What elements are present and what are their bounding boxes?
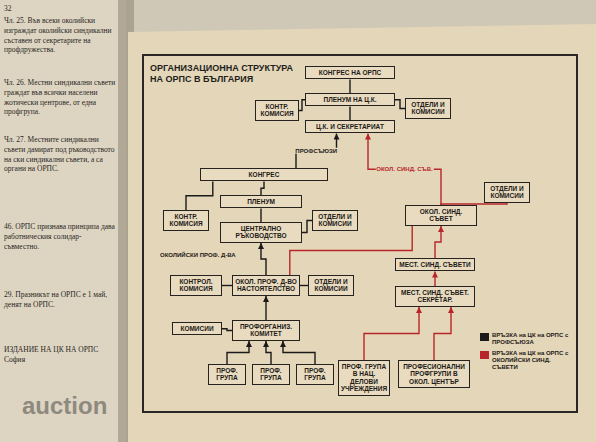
connector (266, 341, 271, 364)
org-box: КОНТР. КОМИСИЯ (255, 100, 299, 121)
org-box: МЕСТ. СИНД. СЪВЕТ. СЕКРЕТАР. (395, 286, 475, 307)
box-label: ПЛЕНУМ НА Ц.К. (308, 96, 392, 103)
box-label: ОКОЛ. СИНД. СЪВЕТ (408, 208, 474, 223)
org-box: ОТДЕЛИ И КОМИСИИ (308, 275, 354, 296)
box-label: ПЛЕНУМ (223, 198, 299, 205)
org-box: ОТДЕЛИ И КОМИСИИ (312, 210, 358, 231)
org-box: ПЛЕНУМ (220, 195, 302, 208)
connector (261, 182, 264, 196)
box-label: ПРОФОРГАНИЗ. КОМИТЕТ (235, 323, 297, 338)
page-text: Чл. 25. Във всеки околийски изграждат ок… (4, 16, 118, 55)
legend-swatch (480, 333, 489, 341)
connector (364, 307, 419, 360)
box-label: ПРОФ. ГРУПА (299, 367, 331, 382)
box-label: МЕСТ. СИНД. СЪВЕТИ (398, 261, 472, 268)
org-box: КОНТРОЛ. КОМИСИЯ (170, 275, 222, 296)
box-label: ПРОФЕСИОНАЛНИ ПРОФГРУПИ В ОКОЛ. ЦЕНТЪР (401, 363, 467, 385)
box-label: КОНТР. КОМИСИЯ (166, 213, 206, 228)
connector (222, 329, 232, 331)
connector (368, 134, 441, 206)
org-box: ОКОЛ. ПРОФ. Д-ВО НАСТОЯТЕЛСТВО (232, 275, 300, 296)
connector (222, 285, 232, 286)
legend: ВРЪЗКА на ЦК на ОРПС с ПРОФСЪЮЗА ВРЪЗКА н… (480, 332, 574, 374)
edge-label: ПРОФСЪЮЗИ (294, 147, 338, 154)
watermark: auction (22, 394, 107, 418)
org-box: ПРОФ. ГРУПА (296, 364, 334, 385)
box-label: ОТДЕЛИ И КОМИСИИ (311, 278, 351, 293)
box-label: КОМИСИИ (175, 325, 219, 332)
org-box: КОНТР. КОМИСИЯ (163, 210, 209, 231)
legend-row: ВРЪЗКА на ЦК на ОРПС с ПРОФСЪЮЗА (480, 332, 574, 346)
box-label: ПРОФ. ГРУПА В НАЦ. ДЕЛОВИ УЧРЕЖДЕНИЯ (341, 363, 387, 393)
line-label: ОКОЛИЙСКИ ПРОФ. Д-ВА (160, 252, 236, 259)
connector (186, 182, 213, 211)
connector (434, 272, 435, 287)
connector (349, 107, 350, 121)
connector (227, 341, 249, 364)
legend-row: ВРЪЗКА на ЦК на ОРПС с ОКОЛИЙСКИ СИНД. С… (480, 350, 574, 371)
legend-text: ВРЪЗКА на ЦК на ОРПС с ПРОФСЪЮЗА (492, 332, 574, 346)
connector (395, 100, 405, 109)
org-box: ОТДЕЛИ И КОМИСИИ (484, 182, 530, 203)
page-text: Чл. 27. Местните синдикални съвети дамир… (4, 135, 118, 174)
org-box: ПРОФ. ГРУПА (208, 364, 246, 385)
page-text: 46. ОРПС признава принципа дава работнич… (4, 222, 118, 251)
org-box: КОНГРЕС НА ОРПС (305, 66, 395, 79)
connector (283, 341, 315, 364)
box-label: ПРОФ. ГРУПА (255, 367, 287, 382)
org-box: ПЛЕНУМ НА Ц.К. (305, 93, 395, 106)
org-box: ОТДЕЛИ И КОМИСИИ (405, 98, 451, 119)
org-box: ОКОЛ. СИНД. СЪВЕТ (405, 205, 477, 226)
connector (300, 285, 308, 286)
legend-swatch (480, 351, 489, 359)
org-box: ПРОФ. ГРУПА В НАЦ. ДЕЛОВИ УЧРЕЖДЕНИЯ (338, 360, 390, 396)
page-text: 32 (4, 4, 12, 14)
box-label: МЕСТ. СИНД. СЪВЕТ. СЕКРЕТАР. (398, 289, 472, 304)
org-box: ПРОФЕСИОНАЛНИ ПРОФГРУПИ В ОКОЛ. ЦЕНТЪР (398, 360, 470, 388)
box-label: ЦЕНТРАЛНО РЪКОВОДСТВО (223, 225, 299, 240)
edge-label: ОКОЛ. СИНД. СЪВ. (375, 166, 433, 173)
connector (265, 296, 266, 320)
frame-border (143, 55, 577, 412)
connector (435, 226, 441, 258)
org-box: ПРОФОРГАНИЗ. КОМИТЕТ (232, 320, 300, 341)
box-label: ОТДЕЛИ И КОМИСИИ (315, 213, 355, 228)
connector (349, 80, 350, 94)
page-text: 29. Празникът на ОРПС е 1 май, денят на … (4, 290, 118, 310)
org-box: ПРОФ. ГРУПА (252, 364, 290, 385)
connector (290, 226, 412, 275)
page-text: Чл. 26. Местни синдикални съвети граждат… (4, 78, 118, 117)
org-box: ЦЕНТРАЛНО РЪКОВОДСТВО (220, 222, 302, 243)
box-label: ОТДЕЛИ И КОМИСИИ (487, 185, 527, 200)
connector (261, 243, 266, 275)
box-label: ОТДЕЛИ И КОМИСИИ (408, 101, 448, 116)
chart-title: ОРГАНИЗАЦИОННА СТРУКТУРА НА ОРПС В БЪЛГА… (150, 63, 300, 85)
box-label: КОНТРОЛ. КОМИСИЯ (173, 278, 219, 293)
box-label: КОНГРЕС НА ОРПС (308, 69, 392, 76)
org-box: Ц.К. И СЕКРЕТАРИАТ (305, 120, 395, 133)
org-box: КОМИСИИ (172, 322, 222, 335)
org-box: КОНГРЕС (200, 168, 328, 181)
foldout-page (128, 24, 596, 442)
connector (302, 221, 312, 233)
connector (434, 307, 451, 360)
left-page (0, 0, 126, 442)
box-label: КОНГРЕС (203, 171, 325, 178)
connector (260, 209, 261, 223)
box-label: ПРОФ. ГРУПА (211, 367, 243, 382)
box-label: ОКОЛ. ПРОФ. Д-ВО НАСТОЯТЕЛСТВО (235, 278, 297, 293)
legend-text: ВРЪЗКА на ЦК на ОРПС с ОКОЛИЙСКИ СИНД. С… (492, 350, 574, 371)
org-box: МЕСТ. СИНД. СЪВЕТИ (395, 258, 475, 271)
page-text: ИЗДАНИЕ НА ЦК НА ОРПС София (4, 345, 118, 365)
box-label: Ц.К. И СЕКРЕТАРИАТ (308, 123, 392, 130)
box-label: КОНТР. КОМИСИЯ (258, 103, 296, 118)
